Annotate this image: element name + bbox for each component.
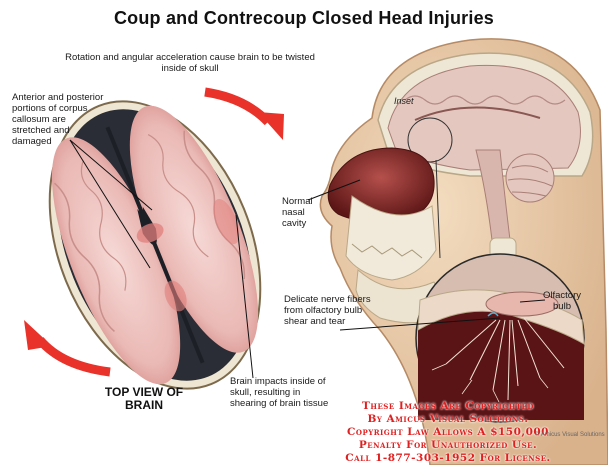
rotation-arrow-top-head [258, 112, 284, 140]
cerebellum [506, 154, 554, 202]
rotation-arrow-top [205, 92, 268, 122]
nerve-fibers-label: Delicate nerve fibers from olfactory bul… [284, 294, 376, 327]
watermark-line-5: Call 1-877-303-1952 For License. [298, 452, 598, 465]
rotation-label: Rotation and angular acceleration cause … [60, 52, 320, 74]
top-view-label: TOP VIEW OF BRAIN [104, 386, 184, 412]
corpus-callosum-label: Anterior and posterior portions of corpu… [12, 92, 107, 147]
rotation-arrow-bottom-head [24, 320, 52, 350]
watermark-line-1: These Images Are Copyrighted [298, 400, 598, 413]
credit-text: © Amicus Visual Solutions [535, 432, 605, 438]
watermark-line-2: By Amicus Visual Solutions. [298, 413, 598, 426]
nasal-cavity-label: Normal nasal cavity [282, 196, 328, 229]
inset-label: Inset [394, 96, 414, 106]
olfactory-bulb-label: Olfactory bulb [536, 290, 588, 312]
watermark-line-4: Penalty For Unauthorized Use. [298, 439, 598, 452]
